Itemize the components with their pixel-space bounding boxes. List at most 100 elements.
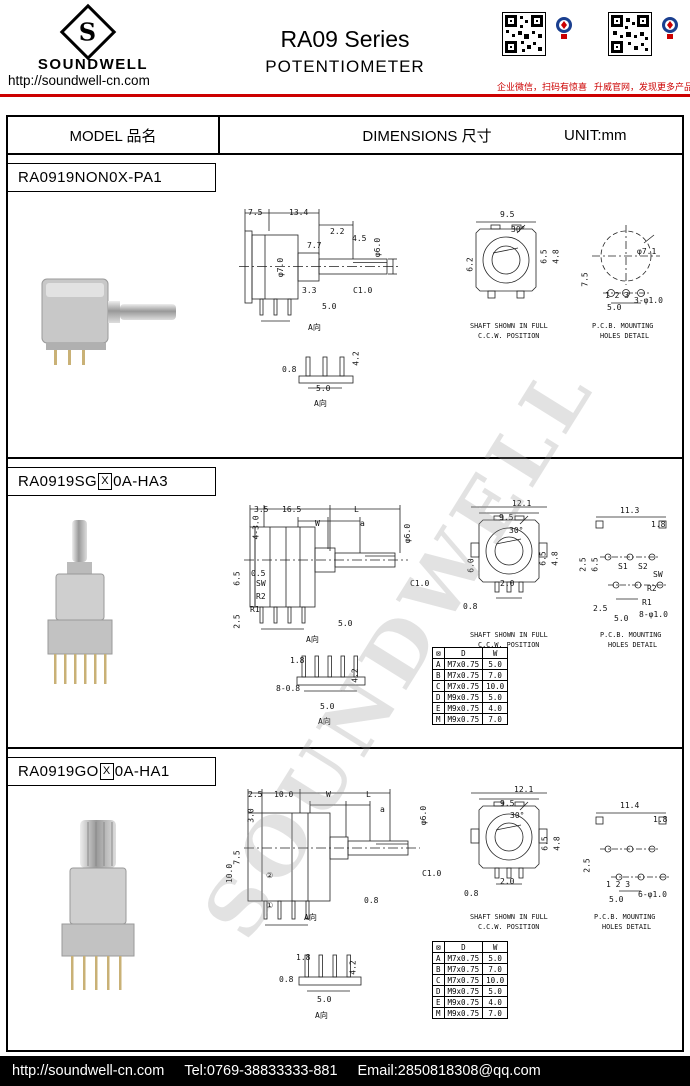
model-text: 0A-HA3 bbox=[113, 473, 169, 490]
drawing-caption: HOLES DETAIL bbox=[602, 923, 652, 931]
spec-cell: M7x0.75 bbox=[443, 680, 484, 692]
spec-cell: 5.0 bbox=[482, 658, 509, 670]
spec-header-cell: ⊠ bbox=[432, 941, 445, 953]
spec-header-cell: W bbox=[482, 647, 509, 659]
spec-header-cell: W bbox=[482, 941, 509, 953]
qr-caption-wechat: 企业微信，扫码有惊喜 bbox=[496, 82, 587, 92]
drawing-caption: P.C.B. MOUNTING bbox=[594, 913, 656, 921]
spec-header-cell: D bbox=[443, 941, 484, 953]
brand-badge-icon bbox=[556, 17, 572, 39]
product-photo bbox=[61, 820, 135, 990]
brand-badge-icon bbox=[662, 17, 678, 39]
spec-cell: M7x0.75 bbox=[443, 952, 484, 964]
spec-cell: B bbox=[432, 963, 445, 975]
spec-cell: M7x0.75 bbox=[443, 658, 484, 670]
dimension-label: 5.0 bbox=[320, 702, 335, 711]
spec-header-cell: D bbox=[443, 647, 484, 659]
drawing-caption: P.C.B. MOUNTING bbox=[592, 322, 654, 330]
dimension-label: 10.0 bbox=[225, 863, 235, 884]
pcb-holes-drawing bbox=[592, 225, 660, 304]
spec-cell: E bbox=[432, 996, 445, 1008]
page-title: RA09 Series bbox=[280, 26, 410, 52]
front-view-drawing bbox=[470, 792, 548, 885]
header-url: http://soundwell-cn.com bbox=[8, 73, 150, 88]
table-header-row: MODEL 品名 DIMENSIONS 尺寸 UNIT:mm bbox=[8, 117, 682, 155]
footer-tel: Tel:0769-38833333-881 bbox=[184, 1063, 338, 1079]
drawing-caption: SHAFT SHOWN IN FULL bbox=[470, 913, 548, 921]
spec-cell: M9x0.75 bbox=[443, 996, 484, 1008]
website-qr-code bbox=[608, 12, 652, 56]
spec-cell: B bbox=[432, 669, 445, 681]
drawing-caption: SHAFT SHOWN IN FULL bbox=[470, 322, 548, 330]
side-view-drawing bbox=[244, 505, 408, 630]
spec-cell: M9x0.75 bbox=[443, 1007, 484, 1019]
drawing-caption: HOLES DETAIL bbox=[600, 332, 650, 340]
spec-cell: M bbox=[432, 713, 445, 725]
model-name: RA0919NON0X-PA1 bbox=[8, 163, 216, 192]
model-boxed-code: X bbox=[98, 473, 113, 490]
product-photo bbox=[41, 278, 176, 365]
dimension-label: A向 bbox=[315, 1011, 328, 1020]
model-text: RA0919SG bbox=[18, 473, 98, 490]
front-view-drawing bbox=[470, 506, 548, 599]
footer-email: Email:2850818308@qq.com bbox=[357, 1063, 541, 1079]
spec-cell: M9x0.75 bbox=[443, 691, 484, 703]
spec-cell: D bbox=[432, 985, 445, 997]
spec-cell: 7.0 bbox=[482, 713, 509, 725]
side-view-drawing bbox=[239, 209, 401, 322]
drawing-caption: SHAFT SHOWN IN FULL bbox=[470, 631, 548, 639]
spec-cell: C bbox=[432, 974, 445, 986]
spec-cell: M9x0.75 bbox=[443, 985, 484, 997]
column-header-unit: UNIT:mm bbox=[564, 126, 627, 144]
spec-cell: E bbox=[432, 702, 445, 714]
spec-cell: M7x0.75 bbox=[443, 974, 484, 986]
drawing-caption: C.C.W. POSITION bbox=[478, 332, 540, 340]
spec-cell: M7x0.75 bbox=[443, 963, 484, 975]
pin-detail-drawing bbox=[298, 954, 362, 992]
header-divider bbox=[0, 94, 690, 97]
spec-cell: 7.0 bbox=[482, 669, 509, 681]
table-row: RA0919NON0X-PA1 bbox=[8, 155, 682, 457]
model-boxed-code: X bbox=[99, 763, 114, 780]
spec-header-cell: ⊠ bbox=[432, 647, 445, 659]
spec-cell: M9x0.75 bbox=[443, 702, 484, 714]
spec-cell: M9x0.75 bbox=[443, 713, 484, 725]
product-photo bbox=[47, 520, 113, 684]
dimensions-table: MODEL 品名 DIMENSIONS 尺寸 UNIT:mm RA0919NON… bbox=[6, 115, 684, 1052]
spec-cell: D bbox=[432, 691, 445, 703]
dimension-label: 4.8 bbox=[551, 249, 561, 264]
pin-detail-drawing bbox=[298, 356, 354, 389]
spec-cell: 5.0 bbox=[482, 952, 509, 964]
spec-cell: C bbox=[432, 680, 445, 692]
model-text: 0A-HA1 bbox=[114, 763, 170, 780]
spec-cell: 4.0 bbox=[482, 996, 509, 1008]
footer-bar: http://soundwell-cn.com Tel:0769-3883333… bbox=[0, 1056, 690, 1086]
dimension-label: 0.8 bbox=[279, 975, 294, 984]
front-view-drawing bbox=[475, 221, 537, 299]
spec-cell: 5.0 bbox=[482, 985, 509, 997]
spec-cell: 10.0 bbox=[482, 974, 509, 986]
column-header-dimensions: DIMENSIONS 尺寸 bbox=[362, 127, 492, 145]
column-header-model: MODEL 品名 bbox=[8, 117, 220, 153]
spec-cell: 4.0 bbox=[482, 702, 509, 714]
spec-cell: 7.0 bbox=[482, 1007, 509, 1019]
drawing-caption: HOLES DETAIL bbox=[608, 641, 658, 649]
spec-cell: 5.0 bbox=[482, 691, 509, 703]
spec-cell: 7.0 bbox=[482, 963, 509, 975]
pin-detail-drawing bbox=[296, 655, 366, 692]
